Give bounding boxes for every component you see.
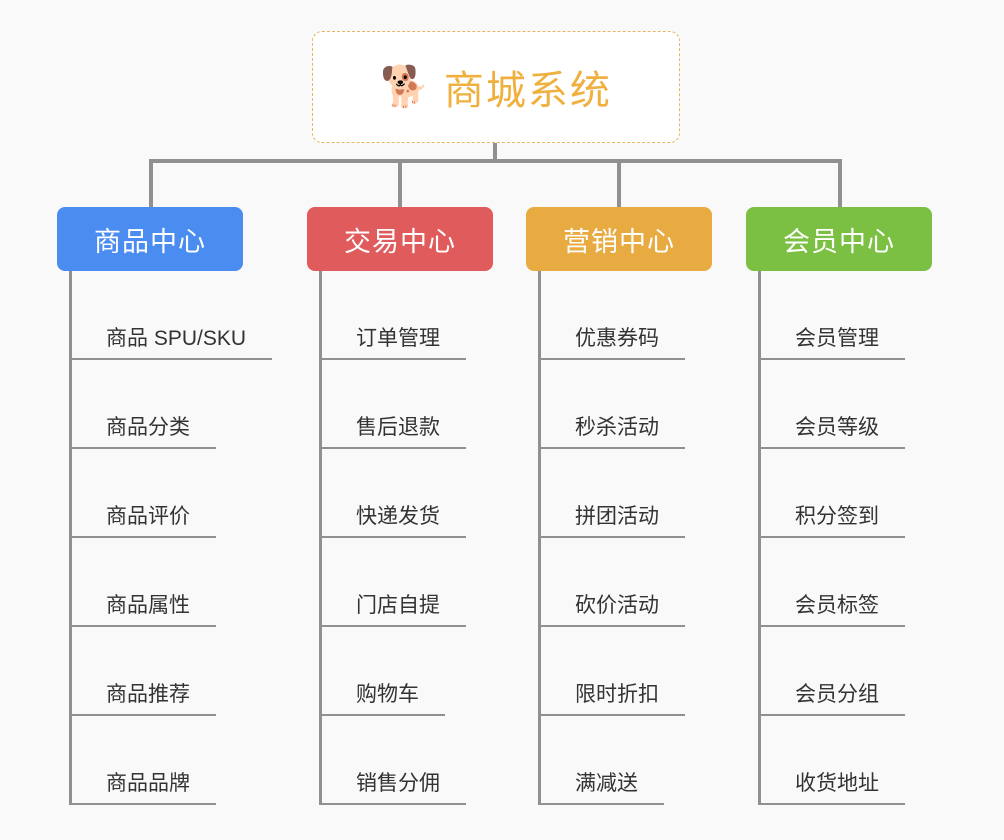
list-item-label: 会员等级 [761, 411, 905, 449]
category-column-3: 营销中心优惠券码秒杀活动拼团活动砍价活动限时折扣满减送 [526, 207, 712, 805]
list-item[interactable]: 会员标签 [761, 538, 932, 627]
list-item[interactable]: 商品分类 [72, 360, 243, 449]
list-item[interactable]: 商品 SPU/SKU [72, 271, 273, 360]
list-item[interactable]: 积分签到 [761, 449, 932, 538]
category-column-1: 商品中心商品 SPU/SKU 商品分类商品评价商品属性商品推荐商品品牌 [57, 207, 273, 805]
category-header-label: 会员中心 [783, 226, 895, 257]
list-item-label: 商品分类 [72, 411, 216, 449]
list-item-label: 销售分佣 [322, 767, 466, 805]
root-connector-vertical [493, 143, 497, 162]
list-item[interactable]: 订单管理 [322, 271, 493, 360]
root-connector-horizontal [149, 159, 842, 163]
list-item[interactable]: 会员等级 [761, 360, 932, 449]
shiba-dog-face-icon: 🐕 [380, 65, 430, 109]
list-item[interactable]: 商品评价 [72, 449, 243, 538]
list-item[interactable]: 砍价活动 [541, 538, 712, 627]
list-item[interactable]: 商品属性 [72, 538, 243, 627]
list-item-label: 优惠券码 [541, 322, 685, 360]
category-header-2[interactable]: 交易中心 [307, 207, 493, 271]
category-connector-drop [398, 159, 402, 207]
list-item[interactable]: 购物车 [322, 627, 493, 716]
list-item[interactable]: 满减送 [541, 716, 712, 805]
category-connector-drop [838, 159, 842, 207]
list-item-label: 积分签到 [761, 500, 905, 538]
list-item[interactable]: 秒杀活动 [541, 360, 712, 449]
category-column-4: 会员中心会员管理会员等级积分签到会员标签会员分组收货地址 [746, 207, 932, 805]
list-item-label: 商品属性 [72, 589, 216, 627]
list-item[interactable]: 商品品牌 [72, 716, 243, 805]
list-item-label: 购物车 [322, 678, 445, 716]
list-item-label: 商品 SPU/SKU [72, 322, 273, 360]
category-header-4[interactable]: 会员中心 [746, 207, 932, 271]
list-item-label: 订单管理 [322, 322, 466, 360]
list-item-label: 砍价活动 [541, 589, 685, 627]
list-item[interactable]: 商品推荐 [72, 627, 243, 716]
list-item[interactable]: 快递发货 [322, 449, 493, 538]
list-item-label: 收货地址 [761, 767, 905, 805]
list-item-label: 拼团活动 [541, 500, 685, 538]
list-item-label: 快递发货 [322, 500, 466, 538]
list-item-label: 商品推荐 [72, 678, 216, 716]
list-item-label: 限时折扣 [541, 678, 685, 716]
list-item[interactable]: 门店自提 [322, 538, 493, 627]
list-item[interactable]: 优惠券码 [541, 271, 712, 360]
list-item-label: 会员标签 [761, 589, 905, 627]
list-item[interactable]: 销售分佣 [322, 716, 493, 805]
list-item[interactable]: 会员分组 [761, 627, 932, 716]
list-item-label: 秒杀活动 [541, 411, 685, 449]
category-items-3: 优惠券码秒杀活动拼团活动砍价活动限时折扣满减送 [538, 271, 712, 805]
root-node[interactable]: 🐕 商城系统 [312, 31, 680, 143]
list-item[interactable]: 限时折扣 [541, 627, 712, 716]
list-item[interactable]: 拼团活动 [541, 449, 712, 538]
list-item-label: 满减送 [541, 767, 664, 805]
category-header-label: 营销中心 [563, 226, 675, 257]
category-column-2: 交易中心订单管理售后退款快递发货门店自提购物车销售分佣 [307, 207, 493, 805]
list-item[interactable]: 售后退款 [322, 360, 493, 449]
list-item[interactable]: 收货地址 [761, 716, 932, 805]
root-title: 商城系统 [443, 69, 612, 113]
list-item-label: 商品评价 [72, 500, 216, 538]
list-item[interactable]: 会员管理 [761, 271, 932, 360]
category-header-label: 交易中心 [344, 226, 456, 257]
category-items-2: 订单管理售后退款快递发货门店自提购物车销售分佣 [319, 271, 493, 805]
list-item-label: 门店自提 [322, 589, 466, 627]
list-item-label: 会员管理 [761, 322, 905, 360]
category-header-label: 商品中心 [94, 226, 206, 257]
category-header-3[interactable]: 营销中心 [526, 207, 712, 271]
category-connector-drop [149, 159, 153, 207]
category-items-4: 会员管理会员等级积分签到会员标签会员分组收货地址 [758, 271, 932, 805]
category-header-1[interactable]: 商品中心 [57, 207, 243, 271]
category-items-1: 商品 SPU/SKU 商品分类商品评价商品属性商品推荐商品品牌 [69, 271, 273, 805]
list-item-label: 会员分组 [761, 678, 905, 716]
list-item-label: 售后退款 [322, 411, 466, 449]
list-item-label: 商品品牌 [72, 767, 216, 805]
category-connector-drop [617, 159, 621, 207]
